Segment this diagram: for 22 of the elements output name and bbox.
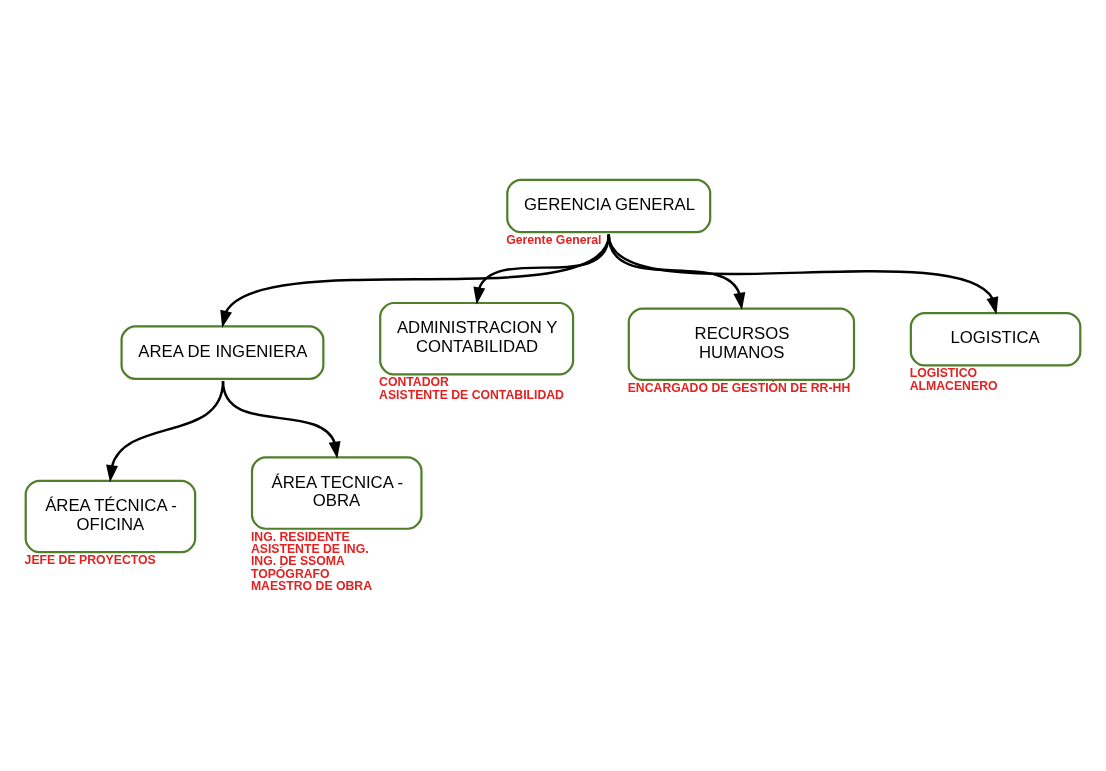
arrow <box>473 234 610 305</box>
node-label: CONTADOR <box>379 375 449 390</box>
node-label: ALMACENERO <box>909 378 998 393</box>
node-box: ÁREA TECNICA - OBRA <box>250 456 423 530</box>
node-label: ING. RESIDENTE <box>250 529 350 544</box>
node-box: GERENCIA GENERAL <box>506 178 712 234</box>
node-box: ÁREA TÉCNICA - OFICINA <box>24 479 197 554</box>
node-label: MAESTRO DE OBRA <box>250 578 373 593</box>
arrow <box>607 234 999 315</box>
node-box: LOGISTICA <box>909 311 1082 367</box>
node-label: TOPÓGRAFO <box>250 566 330 581</box>
node-label: ENCARGADO DE GESTIÓN DE RR-HH <box>627 380 851 395</box>
node-label: Gerente General <box>506 233 602 248</box>
node-label: LOGISTICO <box>909 366 978 381</box>
node-label: JEFE DE PROYECTOS <box>24 553 156 568</box>
arrow <box>220 234 610 328</box>
node-label: ASISTENTE DE ING. <box>250 542 369 557</box>
node-label: ING. DE SSOMA <box>250 554 345 569</box>
arrow <box>221 380 341 459</box>
node-label: ASISTENTE DE CONTABILIDAD <box>379 387 564 402</box>
node-box: AREA DE INGENIERA <box>120 325 325 380</box>
node-box: ADMINISTRACION Y CONTABILIDAD <box>379 301 575 376</box>
